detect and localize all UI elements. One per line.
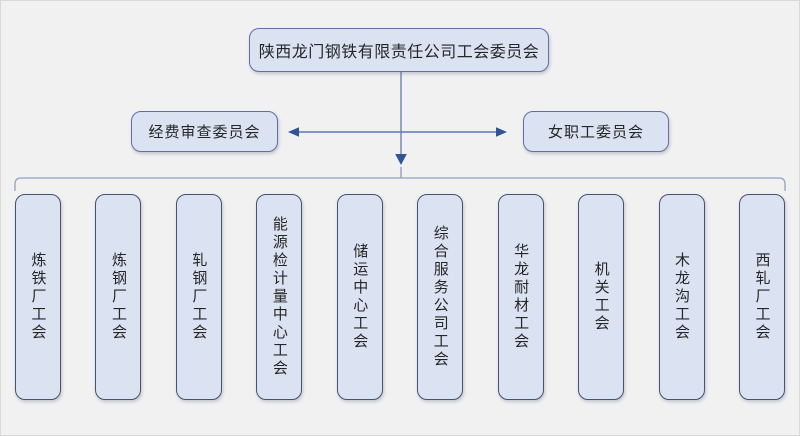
committee-funds-review-label: 经费审查委员会 bbox=[148, 124, 261, 141]
branch-label: 能源检计量中心工会 bbox=[270, 216, 288, 378]
branch-label: 机关工会 bbox=[592, 261, 610, 333]
branch-label: 华龙耐材工会 bbox=[512, 243, 530, 351]
branch-label: 西轧厂工会 bbox=[753, 252, 771, 342]
branch-label: 木龙沟工会 bbox=[673, 252, 690, 342]
branch-box-head-office: 机关工会 bbox=[578, 194, 625, 400]
branch-box-west-rolling: 西轧厂工会 bbox=[738, 194, 785, 400]
branch-label: 储运中心工会 bbox=[351, 243, 369, 351]
branch-box-mulonggou: 木龙沟工会 bbox=[658, 194, 705, 400]
org-root-box: 陕西龙门钢铁有限责任公司工会委员会 bbox=[249, 28, 549, 72]
org-root-label: 陕西龙门钢铁有限责任公司工会委员会 bbox=[258, 44, 540, 61]
committee-female-workers-label: 女职工委员会 bbox=[547, 124, 644, 141]
branch-box-hualong-refractory: 华龙耐材工会 bbox=[497, 194, 544, 400]
branch-box-steel-rolling: 轧钢厂工会 bbox=[175, 194, 222, 400]
branch-label: 轧钢厂工会 bbox=[190, 252, 208, 342]
branch-label: 炼铁厂工会 bbox=[29, 252, 47, 342]
branch-label: 炼钢厂工会 bbox=[109, 252, 127, 342]
branch-box-iron-smelting: 炼铁厂工会 bbox=[15, 194, 61, 400]
committee-box-female-workers: 女职工委员会 bbox=[523, 111, 669, 152]
branch-box-steel-smelting: 炼钢厂工会 bbox=[95, 194, 142, 400]
committee-box-funds-review: 经费审查委员会 bbox=[131, 111, 278, 152]
branch-box-general-services-company: 综合服务公司工会 bbox=[417, 194, 464, 400]
branch-box-energy-metering-center: 能源检计量中心工会 bbox=[256, 194, 303, 400]
down-arrowhead-icon bbox=[395, 154, 407, 165]
right-arrowhead-icon bbox=[496, 127, 507, 137]
bracket-line bbox=[14, 177, 786, 191]
branch-box-storage-transport-center: 储运中心工会 bbox=[336, 194, 383, 400]
left-arrowhead-icon bbox=[288, 127, 299, 137]
branch-label: 综合服务公司工会 bbox=[431, 225, 449, 369]
branch-row: 炼铁厂工会 炼钢厂工会 轧钢厂工会 能源检计量中心工会 储运中心工会 综合服务公… bbox=[15, 194, 785, 400]
